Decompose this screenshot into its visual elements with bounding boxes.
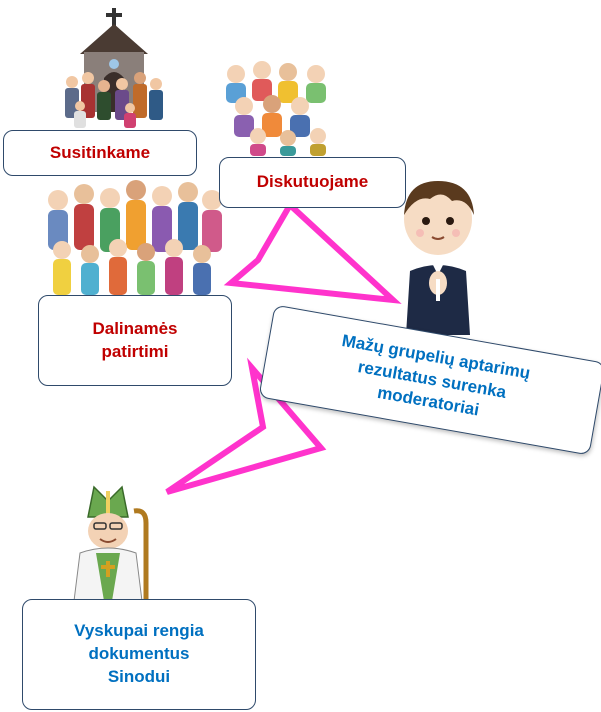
node-discuss-label: Diskutuojame (256, 172, 369, 192)
church-crowd-icon (65, 8, 163, 128)
node-meet-label: Susitinkame (49, 142, 151, 162)
boy-praying-icon (404, 181, 474, 335)
node-meet: Susitinkame (3, 130, 197, 176)
node-discuss: Diskutuojame (219, 157, 406, 208)
node-share-line2: patirtimi (101, 341, 169, 361)
crowd-icon (226, 61, 326, 156)
node-bishops: Vyskupai rengia dokumentus Sinodui (22, 599, 256, 710)
node-bishops-line1: Vyskupai rengia (74, 621, 204, 641)
node-share-line1: Dalinamės (92, 318, 178, 338)
node-share: Dalinamės patirtimi (38, 295, 232, 386)
family-group-icon (48, 180, 222, 295)
node-bishops-line2: dokumentus (88, 644, 190, 664)
node-bishops-line3: Sinodui (107, 666, 171, 686)
bishop-icon (73, 485, 149, 602)
